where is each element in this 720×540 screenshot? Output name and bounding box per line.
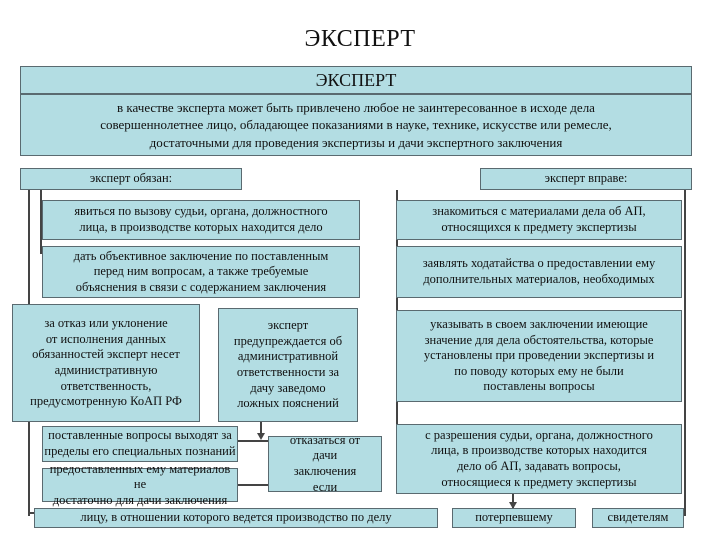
obliged-label-box: эксперт обязан: <box>20 168 242 190</box>
obligation-conclusion: дать объективное заключение по поставлен… <box>42 246 360 298</box>
right-ask-questions: с разрешения судьи, органа, должностного… <box>396 424 682 494</box>
connector-left-inner <box>40 190 42 254</box>
arrow-down-icon <box>509 502 517 509</box>
rights-label-box: эксперт вправе: <box>480 168 692 190</box>
right-familiarize: знакомиться с материалами дела об АП, от… <box>396 200 682 240</box>
rights-label: эксперт вправе: <box>544 171 628 186</box>
obliged-label: эксперт обязан: <box>89 171 173 186</box>
bottom-victim: потерпевшему <box>452 508 576 528</box>
obligation-liability: за отказ или уклонение от исполнения дан… <box>12 304 200 422</box>
connector-center-down <box>260 420 262 438</box>
connector-refuse-left2 <box>238 484 268 486</box>
bottom-witnesses: свидетелям <box>592 508 684 528</box>
obligation-warning: эксперт предупреждается об административ… <box>218 308 358 422</box>
right-petition: заявлять ходатайства о предоставлении ем… <box>396 246 682 298</box>
slide-title: ЭКСПЕРТ <box>304 26 416 52</box>
definition-text: в качестве эксперта может быть привлечен… <box>100 99 612 150</box>
obligation-appear: явиться по вызову судьи, органа, должнос… <box>42 200 360 240</box>
connector-right-main <box>684 190 686 516</box>
connector-bottom-center <box>512 494 514 508</box>
refuse-conclusion: отказаться от дачи заключения если <box>268 433 382 494</box>
header-box: ЭКСПЕРТ <box>20 66 692 94</box>
refuse-reason-questions: поставленные вопросы выходят за пределы … <box>42 426 238 462</box>
definition-box: в качестве эксперта может быть привлечен… <box>20 94 692 156</box>
header-text: ЭКСПЕРТ <box>315 69 397 90</box>
right-indicate: указывать в своем заключении имеющие зна… <box>396 310 682 402</box>
connector-bottom-left <box>28 512 34 514</box>
bottom-accused: лицу, в отношении которого ведется произ… <box>34 508 438 528</box>
refuse-reason-materials: предоставленных ему материалов не достат… <box>42 462 238 507</box>
connector-refuse-left <box>238 440 268 442</box>
arrow-down-icon <box>257 433 265 440</box>
